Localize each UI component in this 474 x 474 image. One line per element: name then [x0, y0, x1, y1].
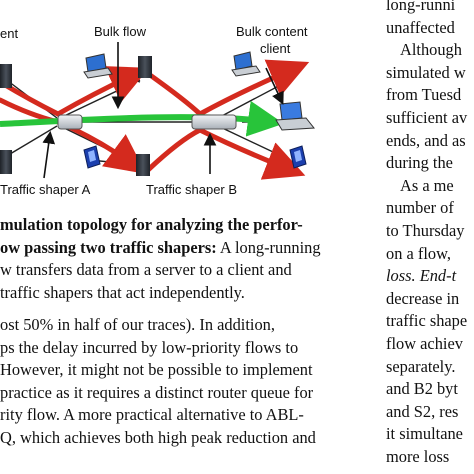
- body-line: ps the delay incurred by low-priority fl…: [0, 337, 299, 357]
- right-column-line: Although: [400, 40, 462, 60]
- right-column-line: loss. End-t: [386, 266, 457, 286]
- green-long-running-flow: [0, 100, 284, 137]
- right-column-text: long-runni unaffected Although simulated…: [386, 0, 474, 468]
- right-column-line: sufficient av: [386, 107, 468, 127]
- right-column-line: traffic shape: [386, 311, 468, 331]
- right-column-line: separately.: [386, 356, 456, 376]
- figure-label-client: client: [260, 41, 291, 56]
- right-column-line: long-runni: [386, 0, 456, 14]
- right-column-line: to Thursday: [386, 220, 465, 240]
- right-column-line: ends, and as: [386, 130, 466, 150]
- server-icon: [0, 56, 152, 176]
- figure-label-traffic-shaper-a: Traffic shaper A: [0, 182, 91, 197]
- body-line: However, it might not be possible to imp…: [0, 360, 313, 379]
- right-column-line: on a flow,: [386, 243, 451, 263]
- right-column-line: and B2 byt: [386, 379, 458, 399]
- topology-diagram: [0, 42, 315, 180]
- right-column-line: unaffected: [386, 17, 455, 37]
- right-column-line: it simultane: [386, 424, 463, 444]
- network-topology-figure: ent Bulk flow Bulk content client Traffi…: [0, 0, 380, 205]
- body-line: rity flow. A more practical alternative …: [0, 405, 304, 424]
- figure-label-bulk-flow: Bulk flow: [94, 24, 147, 39]
- pda-device-icon: [83, 145, 307, 169]
- caption-line: ow passing two traffic shapers: A long-r…: [0, 237, 321, 257]
- caption-line: w transfers data from a server to a clie…: [0, 260, 292, 279]
- figure-label-traffic-shaper-b: Traffic shaper B: [146, 182, 238, 197]
- traffic-shaper-a-router: [57, 114, 83, 130]
- right-column-line: flow achiev: [386, 333, 463, 353]
- figure-label-bulk-content: Bulk content: [236, 24, 308, 39]
- body-paragraph: ost 50% in half of our traces). In addit…: [0, 314, 378, 449]
- annotation-arrows: [42, 42, 284, 179]
- laptop-icon: [83, 51, 315, 131]
- caption-line: mulation topology for analyzing the perf…: [0, 215, 303, 234]
- body-line: practice as it requires a distinct route…: [0, 382, 314, 402]
- right-column-line: decrease in: [386, 288, 460, 308]
- right-column-line: number of: [386, 198, 454, 218]
- caption-line: traffic shapers that act independently.: [0, 282, 245, 302]
- right-column-line: and S2, res: [386, 401, 459, 421]
- right-column-line: during the: [386, 153, 453, 173]
- figure-caption: mulation topology for analyzing the perf…: [0, 214, 378, 304]
- right-column-line: from Tuesd: [386, 85, 462, 105]
- body-line: Q, which achieves both high peak reducti…: [0, 427, 316, 447]
- traffic-shaper-b-router: [191, 114, 237, 130]
- right-column-line: As a me: [400, 175, 454, 195]
- right-column-line: more loss: [386, 446, 450, 466]
- body-line: ost 50% in half of our traces). In addit…: [0, 315, 275, 334]
- right-column-line: simulated w: [386, 62, 466, 82]
- figure-label-left-partial: ent: [0, 26, 19, 41]
